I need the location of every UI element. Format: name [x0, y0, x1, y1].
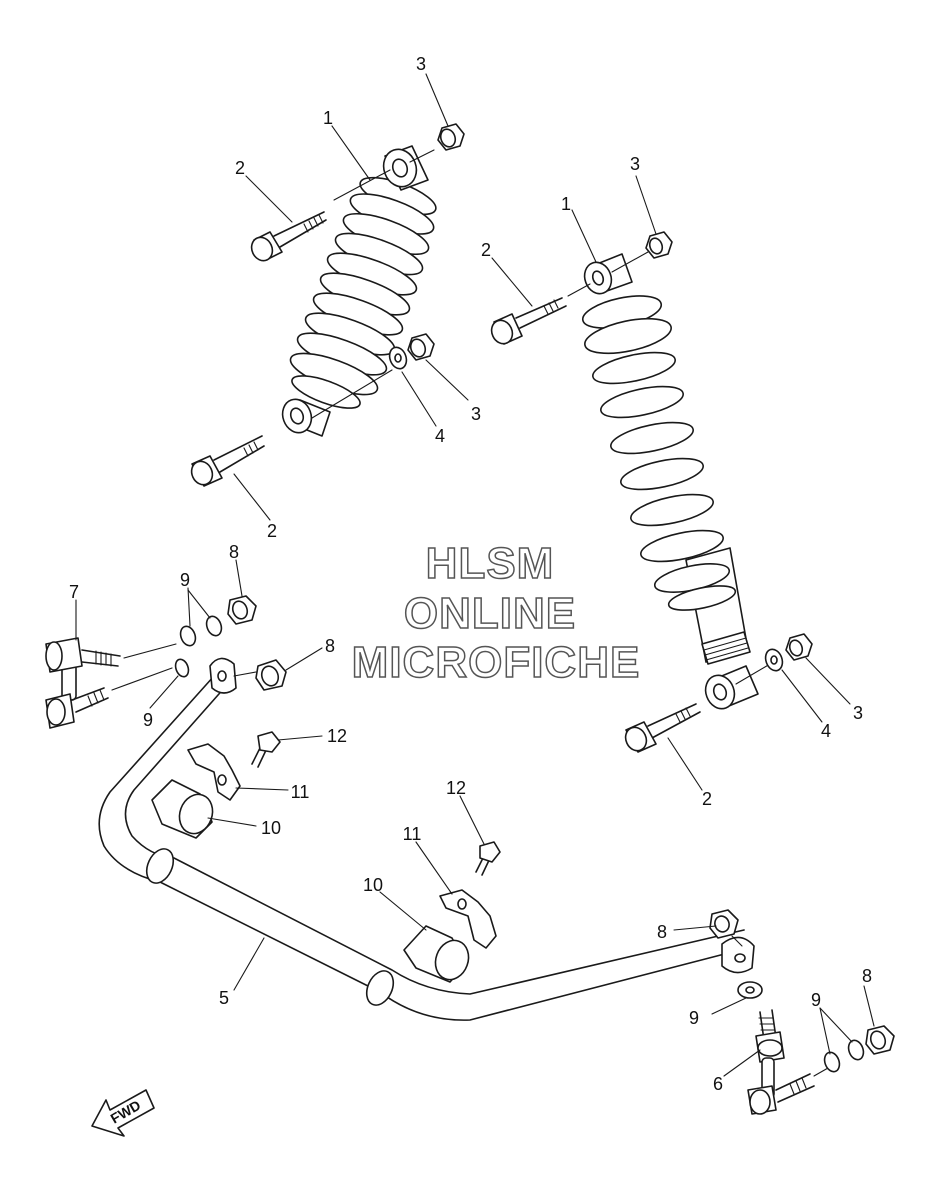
- right-link-washer-upper: [737, 981, 763, 999]
- left-bracket: [187, 743, 241, 801]
- left-shock-top-nut: [437, 123, 465, 151]
- callout-stabilizer-bar: 5: [219, 988, 229, 1008]
- right-bracket: [439, 889, 497, 949]
- right-shock-bottom-eye: [704, 665, 759, 710]
- callout-leaders: [75, 73, 875, 1077]
- right-shock-bottom-nut: [785, 633, 813, 661]
- callout-left-shock-top-bolt: 2: [235, 158, 245, 178]
- left-link-nut-top: [227, 595, 257, 625]
- right-shock-top-eye: [583, 253, 633, 295]
- watermark-line-1: HLSM: [426, 539, 555, 588]
- left-bracket-bolt: [251, 731, 281, 768]
- left-shock-bottom-bolt: [190, 435, 265, 487]
- left-link-washer-lower: [174, 658, 190, 678]
- right-link-washers-lower: [823, 1039, 865, 1073]
- callout-right-link-washers-lower: 9: [811, 990, 821, 1010]
- callout-left-link-nut-top: 8: [229, 542, 239, 562]
- left-shock-top-eye: [382, 145, 429, 191]
- right-shock-absorber: [490, 231, 813, 753]
- callout-right-link-washer-upper: 9: [689, 1008, 699, 1028]
- callout-numbers: 3 1 2 3 4 2 3 1 2 3 4 2 7 8 9 9 8 12 11 …: [69, 54, 872, 1094]
- left-link-nut-lower: [255, 659, 287, 691]
- callout-right-link-nut-upper: 8: [657, 922, 667, 942]
- callout-left-link-nut-lower: 8: [325, 636, 335, 656]
- right-shock-top-bolt: [490, 297, 567, 345]
- right-bracket-bolt: [475, 841, 501, 876]
- callout-right-link: 6: [713, 1074, 723, 1094]
- callout-left-shock-top-nut: 3: [416, 54, 426, 74]
- left-link-washers-top: [179, 615, 223, 647]
- right-stabilizer-link: [747, 1009, 815, 1115]
- callout-right-bushing: 10: [363, 875, 383, 895]
- watermark-line-3: MICROFICHE: [352, 638, 641, 687]
- watermark-line-2: ONLINE: [404, 589, 576, 638]
- right-shock-bottom-bolt: [624, 703, 701, 753]
- callout-right-shock-bottom-bolt: 2: [702, 789, 712, 809]
- callout-right-bolt: 12: [446, 778, 466, 798]
- callout-left-bolt: 12: [327, 726, 347, 746]
- callout-left-shock-bottom-bolt: 2: [267, 521, 277, 541]
- right-shock-spring: [581, 295, 737, 611]
- callout-left-link-washers-top: 9: [180, 570, 190, 590]
- callout-right-shock-top-bolt: 2: [481, 240, 491, 260]
- left-shock-top-bolt: [250, 211, 327, 262]
- left-shock-absorber: [190, 123, 465, 487]
- callout-right-shock-body: 1: [561, 194, 571, 214]
- watermark: HLSM ONLINE MICROFICHE: [351, 538, 641, 688]
- left-shock-washer: [388, 346, 408, 370]
- left-stabilizer-link: [45, 637, 121, 729]
- callout-left-link: 7: [69, 582, 79, 602]
- callout-right-shock-top-nut: 3: [630, 154, 640, 174]
- callout-left-shock-bottom-nut: 3: [471, 404, 481, 424]
- callout-right-shock-washer: 4: [821, 721, 831, 741]
- left-bushing: [151, 779, 214, 839]
- callout-right-link-nut-lower: 8: [862, 966, 872, 986]
- callout-left-shock-body: 1: [323, 108, 333, 128]
- right-bushing: [403, 925, 470, 983]
- callout-left-bushing: 10: [261, 818, 281, 838]
- callout-left-link-washer-lower: 9: [143, 710, 153, 730]
- callout-left-bracket: 11: [291, 782, 310, 802]
- callout-right-bracket: 11: [403, 824, 422, 844]
- left-shock-bottom-eye: [281, 398, 331, 437]
- callout-right-shock-bottom-nut: 3: [853, 703, 863, 723]
- right-shock-top-nut: [645, 231, 673, 259]
- right-link-nut-lower: [865, 1025, 895, 1055]
- left-shock-bottom-nut: [407, 333, 435, 361]
- callout-left-shock-washer: 4: [435, 426, 445, 446]
- right-shock-washer: [764, 648, 784, 672]
- stabilizer-bar: [98, 657, 755, 1021]
- right-link-nut-upper: [709, 909, 739, 939]
